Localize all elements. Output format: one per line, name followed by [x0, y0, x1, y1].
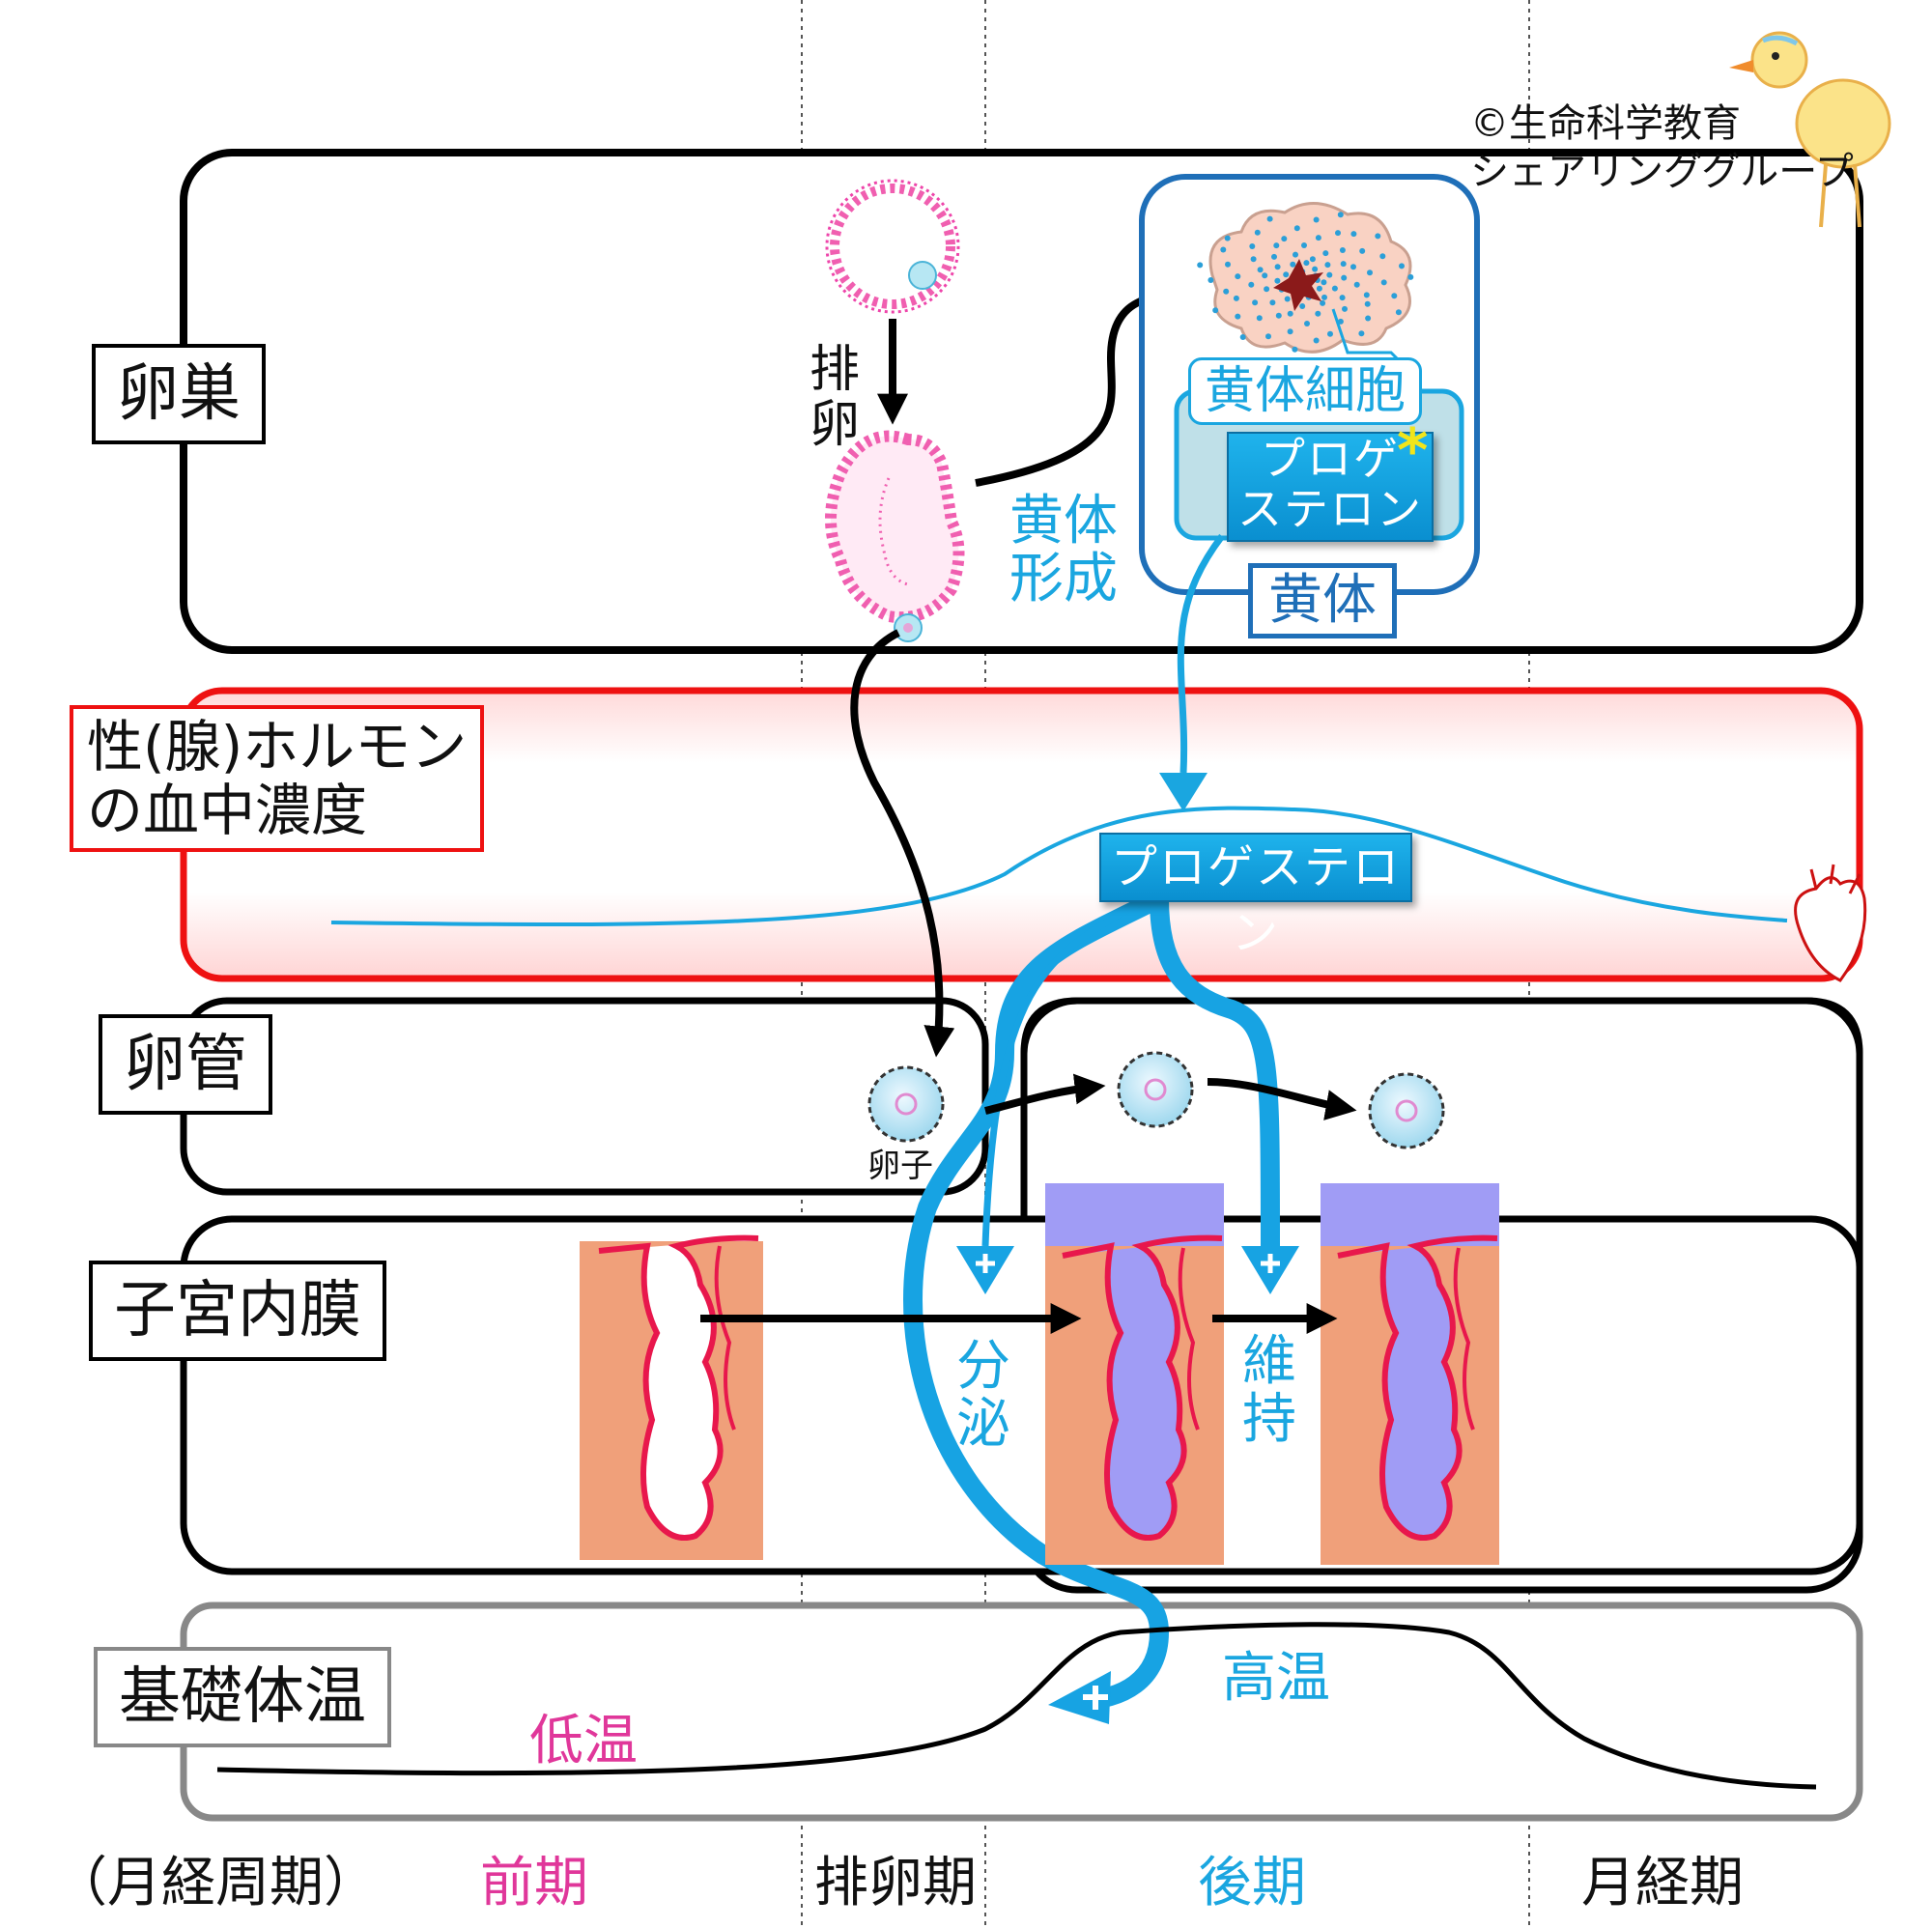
- egg-cell-2-icon: [1117, 1051, 1194, 1128]
- temperature-plus-sign: [1083, 1686, 1108, 1710]
- ovulation-label: 排卵: [810, 341, 861, 455]
- row-label-oviduct: 卵管: [99, 1014, 272, 1115]
- temperature-panel: [180, 1602, 1863, 1822]
- oviduct-panel-left: [180, 997, 989, 1196]
- secretion-line2: 泌: [956, 1393, 1010, 1457]
- row-label-body-temperature: 基礎体温: [94, 1647, 391, 1747]
- asterisk-mark: *: [1397, 415, 1429, 486]
- low-temperature-label: 低温: [529, 1710, 638, 1772]
- temperature-arrowhead: [1048, 1671, 1111, 1724]
- egg-cell-3-icon: [1368, 1072, 1445, 1149]
- egg-move-arrow-2: [1207, 1078, 1357, 1120]
- progesterone-curve: [330, 806, 1788, 927]
- egg-label: 卵子: [867, 1147, 933, 1185]
- copyright-line2: シェアリンググループ: [1470, 150, 1854, 194]
- maintain-plus-arrowhead: [1241, 1246, 1299, 1294]
- corpus-formation-line2: 形成: [1009, 548, 1118, 611]
- secretion-plus-arrowhead: [956, 1246, 1014, 1294]
- secretion-line1: 分: [956, 1335, 1010, 1398]
- egg-transport-arrow: [850, 629, 955, 1058]
- ruptured-follicle-icon: [825, 430, 965, 642]
- corpus-luteum-icon: [1197, 202, 1414, 354]
- heart-icon: [1794, 864, 1867, 982]
- corpus-luteum-label: 黄体: [1248, 563, 1397, 638]
- phase-luteal-label: 後期: [1198, 1852, 1306, 1914]
- luteal-cell-label: 黄体細胞: [1188, 357, 1423, 425]
- corpus-formation-label: 黄体 形成: [1009, 490, 1118, 611]
- ovulation-label-text: 排卵: [810, 341, 861, 455]
- progesterone-box-ovary: プロゲ ステロン: [1227, 432, 1434, 542]
- progesterone-ovary-line2: ステロン: [1237, 483, 1423, 535]
- progesterone-release-arrow: [1177, 533, 1225, 774]
- progesterone-release-arrowhead: [1159, 773, 1208, 811]
- row-label-endometrium: 子宮内膜: [89, 1261, 386, 1361]
- phase-cycle-label: （月経周期）: [53, 1852, 378, 1914]
- progesterone-box-blood: プロゲステロン: [1099, 833, 1412, 960]
- maintain-line2: 持: [1242, 1388, 1296, 1452]
- high-temperature-label: 高温: [1222, 1647, 1330, 1710]
- corpus-formation-line1: 黄体: [1009, 490, 1118, 553]
- endometrium-panel: [180, 1215, 1863, 1575]
- follicle-icon: [825, 179, 960, 314]
- progesterone-ovary-line1: プロゲ: [1261, 433, 1400, 485]
- copyright-line1: ©生命科学教育: [1470, 101, 1741, 146]
- maintain-line1: 維: [1242, 1330, 1296, 1393]
- temperature-curve: [216, 1622, 1817, 1790]
- endometrium-maintained-icon: [1321, 1183, 1499, 1565]
- maintain-thick-arrow: [1150, 897, 1280, 1247]
- egg-cell-1-icon: [867, 1065, 945, 1143]
- oviduct-panel-right-top: [1020, 997, 1863, 1219]
- duck-mascot-icon: [1729, 31, 1891, 228]
- row-label-hormone: 性(腺)ホルモン の血中濃度: [70, 705, 485, 852]
- secretion-thick-arrow: [903, 890, 1170, 1710]
- maintain-label: 維 持: [1242, 1330, 1296, 1452]
- endometrium-early-icon: [580, 1234, 763, 1560]
- secretion-label: 分 泌: [956, 1335, 1010, 1457]
- phase-menstrual-label: 月経期: [1581, 1852, 1744, 1914]
- phase-follicular-label: 前期: [480, 1852, 588, 1914]
- hormone-label-line2: の血中濃度: [87, 778, 368, 843]
- secretion-thin-arrow: [981, 899, 1142, 1247]
- row-label-ovary: 卵巣: [92, 344, 266, 444]
- endometrium-secretory-icon: [1045, 1183, 1224, 1565]
- egg-move-arrow-1: [984, 1073, 1106, 1115]
- hormone-label-line1: 性(腺)ホルモン: [87, 714, 468, 780]
- phase-ovulatory-label: 排卵期: [814, 1852, 977, 1914]
